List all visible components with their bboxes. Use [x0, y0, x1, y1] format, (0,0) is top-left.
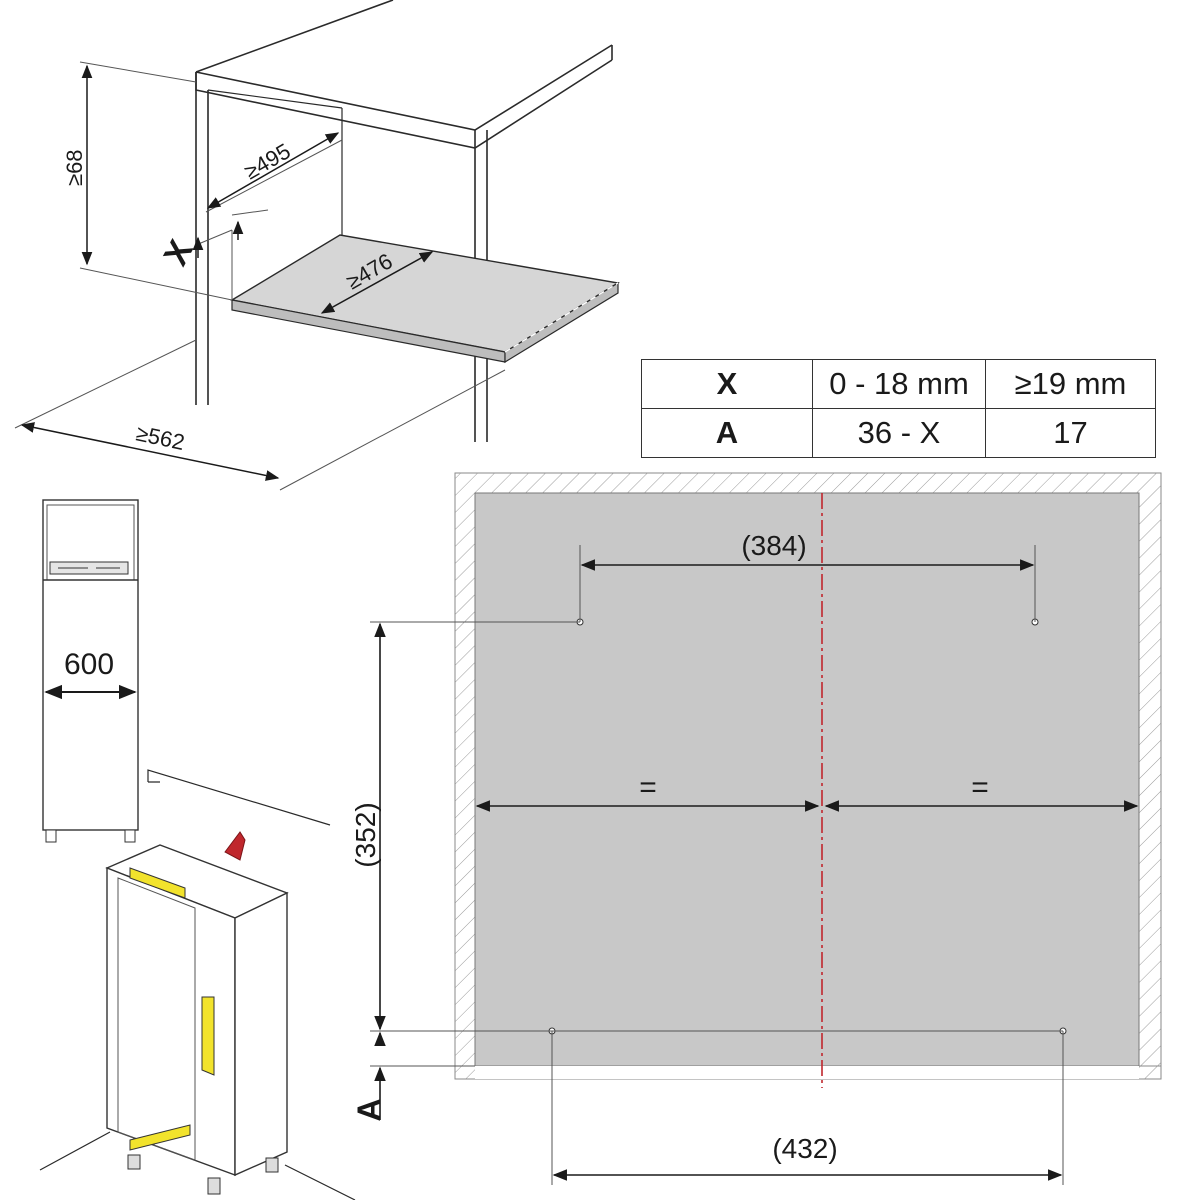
spec-row-x-col1: 0 - 18 mm [812, 359, 986, 409]
top-hole-spacing-label: (384) [741, 530, 806, 561]
equal-left-label: = [639, 771, 657, 804]
small-cabinet-drawing: 600 [42, 499, 139, 843]
spec-row-x-col2: ≥19 mm [985, 359, 1156, 409]
x-dim-label: X [157, 234, 201, 272]
spec-table: X 0 - 18 mm ≥19 mm A 36 - X 17 [641, 359, 1156, 458]
spec-row-x: X 0 - 18 mm ≥19 mm [641, 359, 1156, 409]
spec-row-a-col2: 17 [985, 408, 1156, 458]
leveling-cabinet-drawing [39, 769, 356, 1200]
vertical-spacing-label: (352) [350, 802, 381, 867]
mounting-panel-drawing: (384) = = (352) A (432) [350, 472, 1162, 1185]
spec-row-a-col1: 36 - X [812, 408, 986, 458]
depth-top-label: ≥495 [240, 138, 295, 184]
cabinet-iso-drawing: ≥68 ≥495 ≥476 ≥562 X [14, 0, 620, 491]
height-min-label: ≥68 [62, 149, 87, 186]
spec-row-x-key: X [641, 359, 813, 409]
spec-row-a: A 36 - X 17 [641, 408, 1156, 458]
equal-right-label: = [971, 771, 989, 804]
bottom-hole-spacing-label: (432) [772, 1133, 837, 1164]
small-cabinet-width-label: 600 [64, 648, 114, 681]
spec-row-a-key: A [641, 408, 813, 458]
a-dim-label: A [351, 1098, 387, 1121]
